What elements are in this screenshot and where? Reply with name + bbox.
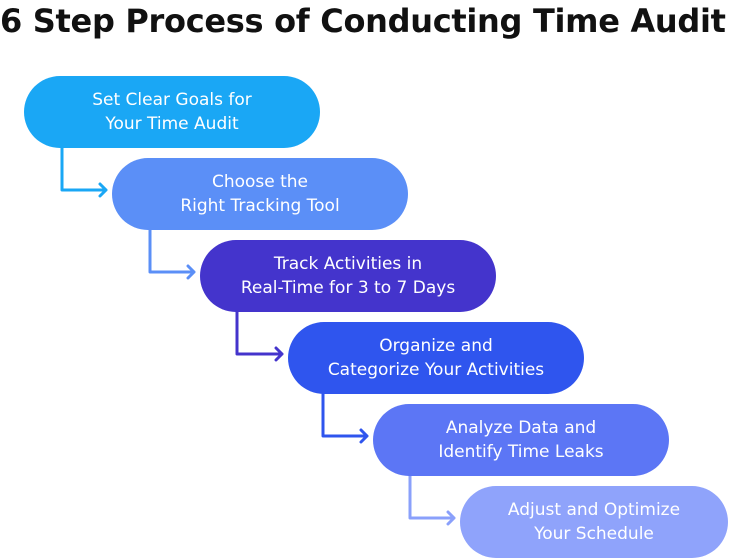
step-1-set-clear-goals: Set Clear Goals for Your Time Audit: [24, 76, 320, 148]
connector-arrow-3: [235, 310, 284, 362]
step-4-line-1: Organize and: [379, 336, 493, 356]
step-2-line-2: Right Tracking Tool: [180, 196, 340, 216]
step-4-organize-categorize: Organize and Categorize Your Activities: [288, 322, 584, 394]
step-1-line-1: Set Clear Goals for: [92, 90, 252, 110]
page-title: 6 Step Process of Conducting Time Audit: [0, 2, 726, 40]
step-2-line-1: Choose the: [211, 172, 309, 192]
step-5-analyze-data: Analyze Data and Identify Time Leaks: [373, 404, 669, 476]
step-6-line-2: Your Schedule: [534, 524, 654, 544]
step-6-adjust-optimize: Adjust and Optimize Your Schedule: [460, 486, 728, 558]
step-4-line-2: Categorize Your Activities: [327, 360, 545, 380]
step-5-line-2: Identify Time Leaks: [438, 442, 604, 462]
step-3-line-2: Real-Time for 3 to 7 Days: [240, 278, 456, 298]
connector-arrow-5: [408, 474, 456, 526]
step-2-choose-tracking-tool: Choose the Right Tracking Tool: [112, 158, 408, 230]
step-1-line-2: Your Time Audit: [105, 114, 239, 134]
connector-arrow-2: [148, 228, 196, 280]
step-3-track-activities: Track Activities in Real-Time for 3 to 7…: [200, 240, 496, 312]
step-6-line-1: Adjust and Optimize: [507, 500, 681, 520]
step-3-line-1: Track Activities in: [273, 254, 423, 274]
step-5-line-1: Analyze Data and: [445, 418, 597, 438]
connector-arrow-4: [321, 392, 369, 444]
connector-arrow-1: [60, 146, 108, 198]
